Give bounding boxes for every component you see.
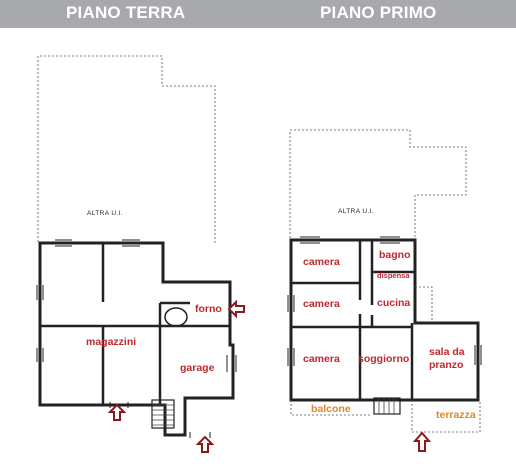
first-balcony-outline — [290, 400, 372, 416]
first-inner-walls — [291, 240, 415, 400]
room-label-bagno: bagno — [379, 249, 411, 261]
oven-icon — [164, 307, 188, 327]
entrance-arrow-icon — [107, 403, 127, 421]
ground-inner-walls — [40, 243, 230, 405]
room-label-terrazza: terrazza — [436, 409, 476, 421]
ground-outer-walls — [38, 241, 235, 437]
first-stairs — [373, 397, 401, 415]
entrance-arrow-icon — [195, 435, 215, 453]
ground-windows — [36, 239, 237, 372]
ground-other-unit-label: ALTRA U.I. — [87, 210, 124, 217]
first-terrace-outline-lower — [411, 400, 481, 433]
entrance-arrow-icon — [227, 299, 245, 319]
room-label-dispensa: dispensa — [377, 271, 410, 280]
room-label-magazzini: magazzini — [86, 336, 137, 348]
first-other-unit-label: ALTRA U.I. — [338, 208, 375, 215]
room-label-camera-3: camera — [303, 353, 340, 365]
room-label-balcone: balcone — [311, 403, 351, 415]
room-label-camera-1: camera — [303, 256, 340, 268]
ground-other-unit-outline — [37, 55, 216, 243]
first-windows — [287, 236, 482, 366]
room-label-forno: forno — [195, 303, 222, 315]
first-other-unit-outline — [289, 129, 467, 238]
ground-stairs — [151, 399, 175, 429]
ground-floor-title: PIANO TERRA — [66, 3, 186, 22]
room-label-cucina: cucina — [377, 297, 411, 309]
first-terrace-outline — [415, 286, 433, 323]
room-label-soggiorno: soggiorno — [358, 353, 410, 365]
header-bar: PIANO TERRA PIANO PRIMO — [0, 0, 516, 28]
first-floor-title: PIANO PRIMO — [320, 3, 437, 22]
first-floor-plan — [287, 129, 482, 433]
room-label-garage: garage — [180, 362, 215, 374]
room-label-sala-da-pranzo: sala da pranzo — [429, 346, 465, 371]
room-label-camera-2: camera — [303, 298, 340, 310]
ground-floor-plan — [36, 55, 237, 438]
entrance-arrow-icon — [412, 431, 432, 452]
ground-doors — [109, 402, 211, 438]
